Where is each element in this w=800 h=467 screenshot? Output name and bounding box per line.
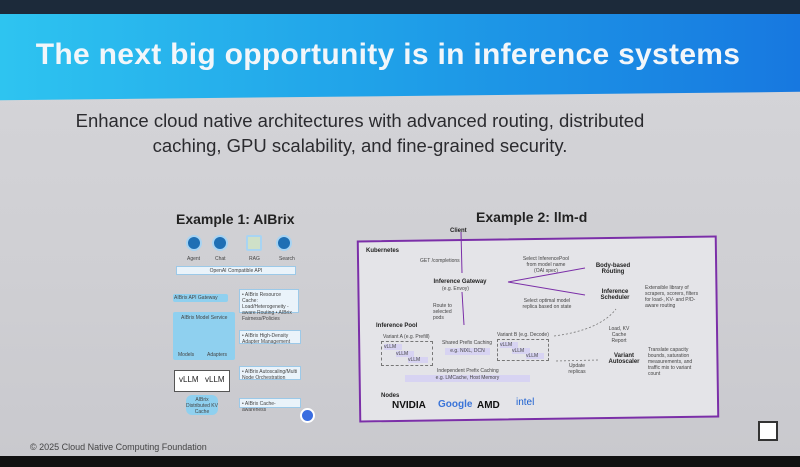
model-service-box: AIBrix Model Service Models Adapters	[173, 312, 235, 360]
rag-label: RAG	[249, 256, 260, 262]
vllm-pod: vLLM	[396, 351, 414, 357]
amd-logo: AMD	[477, 400, 500, 411]
search-label: Search	[279, 256, 295, 262]
vllm-label: vLLM	[205, 375, 225, 384]
client-label: Client	[450, 228, 467, 234]
adapters-label: Adapters	[207, 352, 228, 358]
variant-b-label: Variant B (e.g. Decode)	[497, 332, 549, 338]
gateway-notes: • AIBrix Resource Cache: Load/Heterogene…	[239, 289, 299, 322]
subtitle-line-1: Enhance cloud native architectures with …	[75, 110, 645, 131]
models-label: Models	[178, 352, 195, 358]
vllm-pod: vLLM	[512, 348, 530, 354]
shared-caching-box: e.g. NIXL, DCN	[445, 348, 490, 355]
example1-title: Example 1: AIBrix	[176, 211, 295, 227]
model-service-label: AIBrix Model Service	[181, 315, 228, 321]
autoscale-notes: • AIBrix Autoscaling/Multi Node Orchestr…	[239, 366, 301, 381]
scheduler-label: Inference Scheduler	[600, 289, 630, 301]
select-replica-label: Select optimal model replica based on st…	[522, 298, 572, 310]
vllm-pod: vLLM	[408, 357, 428, 363]
agent-icon	[186, 235, 202, 251]
get-label: GET /completions	[420, 258, 460, 264]
variant-a-label: Variant A (e.g. Prefill)	[383, 334, 430, 340]
vllm-pod: vLLM	[500, 342, 518, 348]
vllm-label: vLLM	[179, 375, 199, 384]
shared-caching-label: Shared Prefix Caching	[442, 340, 493, 346]
cache-notes: • AIBrix Cache-awareness	[239, 398, 301, 413]
intel-logo: intel	[516, 397, 535, 408]
google-logo: Google	[438, 399, 473, 410]
pool-label: Inference Pool	[376, 323, 418, 329]
adapter-notes: • AIBrix High-Density Adapter Management	[239, 330, 301, 345]
kv-cache-box: AIBrix Distributed KV Cache	[186, 395, 218, 415]
independent-caching-label: Independent Prefix Caching	[437, 368, 499, 374]
nodes-label: Nodes	[381, 393, 400, 399]
kubernetes-icon	[300, 408, 315, 423]
autoscaler-note: Translate capacity bounds, saturation me…	[648, 347, 693, 377]
gateway-sublabel: (e.g. Envoy)	[442, 286, 469, 292]
cncf-logo-icon	[758, 421, 778, 441]
search-icon	[276, 235, 292, 251]
chat-label: Chat	[215, 256, 226, 262]
scheduler-note: Extensible library of scrapers, scorers,…	[645, 285, 699, 309]
vllm-pod: vLLM	[526, 353, 544, 359]
autoscaler-label: Variant Autoscaler	[608, 353, 640, 365]
body-routing-label: Body-based Routing	[595, 263, 631, 275]
select-pool-label: Select InferencePool from model name (OA…	[522, 256, 570, 274]
gateway-box: AIBrix API Gateway	[173, 294, 228, 302]
gateway-label: Inference Gateway	[433, 279, 487, 285]
subtitle-line-2: caching, GPU scalability, and fine-grain…	[152, 135, 568, 156]
load-report-label: Load, KV Cache Report	[608, 326, 630, 344]
vllm-group: vLLM vLLM	[174, 370, 230, 392]
room-foreground	[0, 456, 800, 467]
independent-caching-box: e.g. LMCache, Host Memory	[405, 375, 530, 382]
vllm-pod: vLLM	[384, 344, 402, 350]
variant-b-box: vLLM vLLM vLLM	[497, 339, 549, 361]
slide-title: The next big opportunity is in inference…	[35, 38, 741, 71]
update-label: Update replicas	[568, 363, 586, 375]
variant-a-box: vLLM vLLM vLLM	[381, 341, 433, 366]
route-label: Route to selected pods	[433, 303, 452, 321]
room-background	[0, 0, 800, 14]
rag-icon	[246, 235, 262, 251]
kubernetes-label: Kubernetes	[366, 248, 400, 254]
nvidia-logo: NVIDIA	[392, 400, 426, 411]
chat-icon	[212, 235, 228, 251]
footer-copyright: © 2025 Cloud Native Computing Foundation	[30, 442, 207, 452]
example2-title: Example 2: llm-d	[476, 209, 588, 225]
agent-label: Agent	[187, 256, 201, 262]
openai-api-box: OpenAI Compatible API	[176, 266, 296, 275]
